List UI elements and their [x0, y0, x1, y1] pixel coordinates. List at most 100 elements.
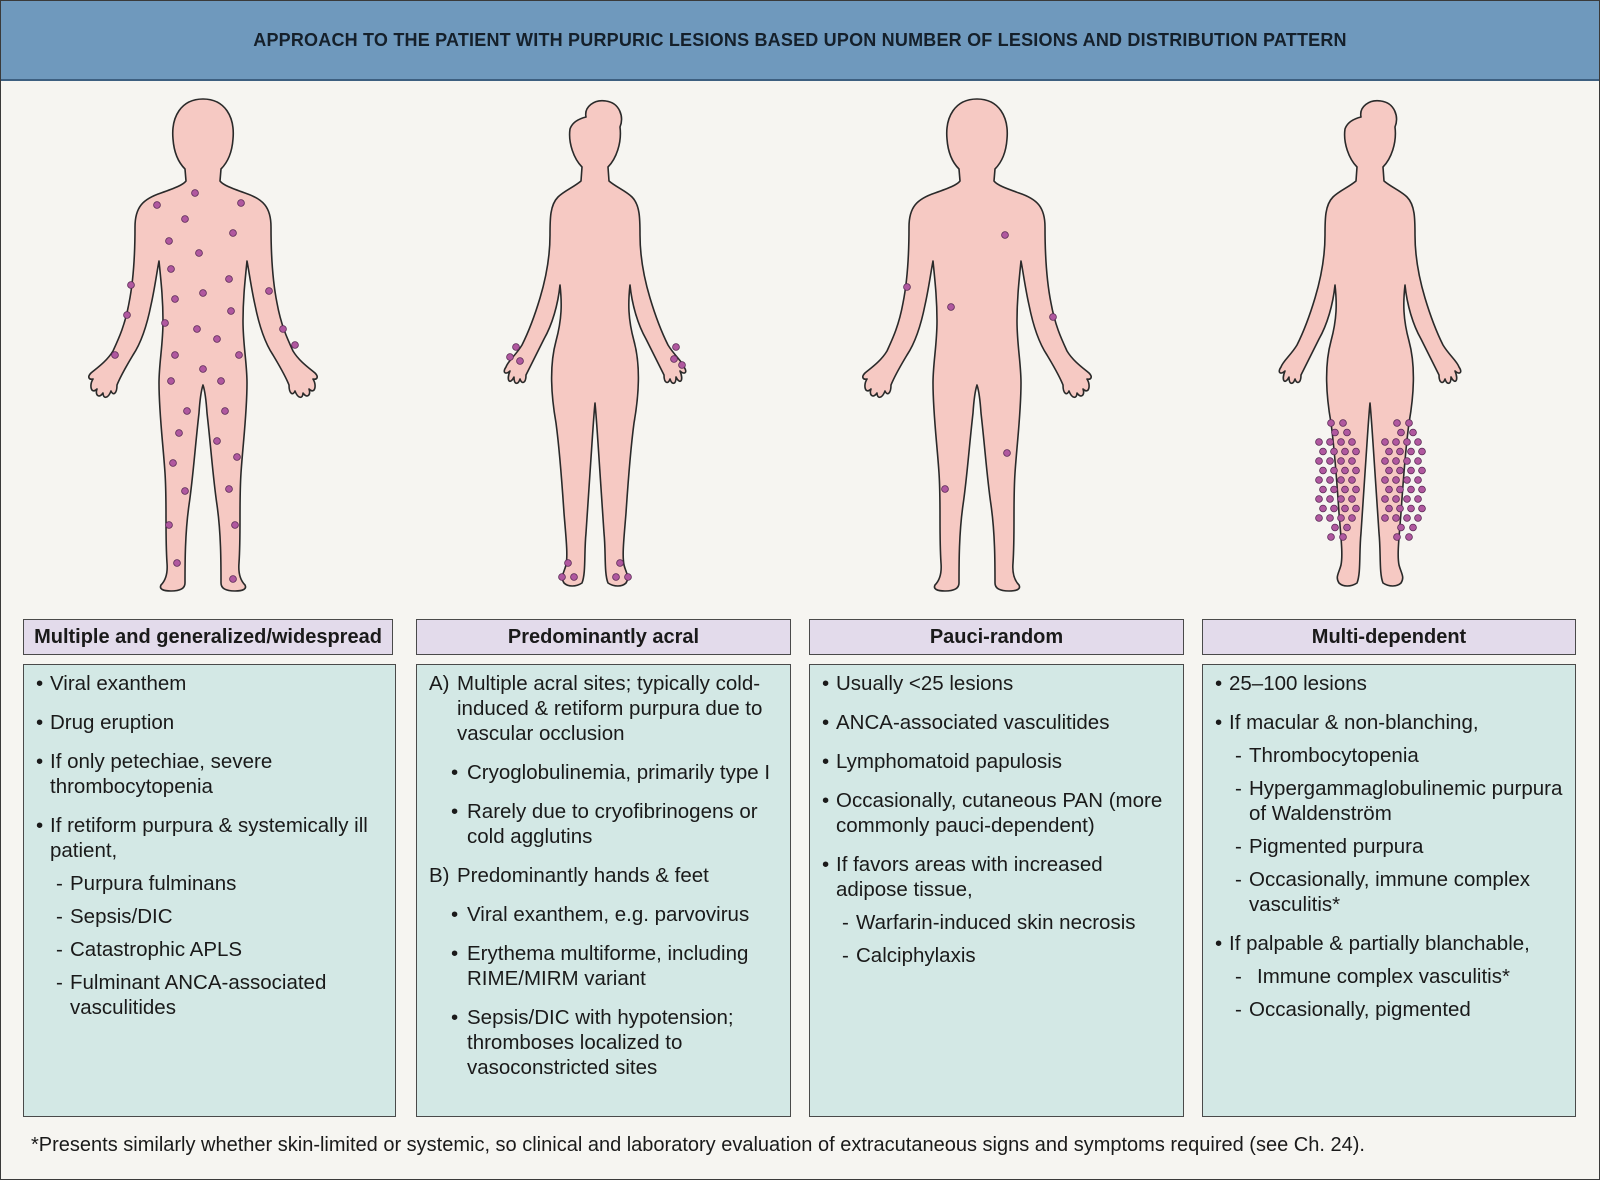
lesion-dot — [1352, 504, 1360, 513]
list-item: •If palpable & partially blanchable, — [1211, 931, 1567, 956]
lesion-dot — [1049, 313, 1057, 321]
item-text: Immune complex vasculitis* — [1257, 965, 1510, 988]
list-item: • Drug eruption — [32, 710, 387, 735]
lesion-dot — [1403, 476, 1411, 484]
lesion-dot — [233, 453, 241, 461]
lesion-dot — [1348, 514, 1356, 522]
male-body-svg-2 — [862, 98, 1092, 592]
list-subitem: -Warfarin-induced skin necrosis — [818, 910, 1175, 935]
lesion-dot — [1407, 466, 1415, 475]
lesion-dot — [1319, 447, 1327, 456]
lesion-dot — [1339, 419, 1347, 427]
item-text: Drug eruption — [50, 711, 175, 734]
lesion-dot — [1396, 485, 1404, 494]
lesion-dot — [1348, 438, 1356, 446]
dash: - — [1235, 744, 1242, 767]
dash: - — [56, 971, 63, 994]
lesion-dot — [1315, 438, 1323, 446]
lesion-dot — [1348, 495, 1356, 503]
lesion-dot — [1414, 495, 1422, 503]
lesion-dot — [1337, 495, 1345, 503]
lesion-dot — [1326, 438, 1334, 446]
lesion-dot — [616, 559, 624, 567]
dash: - — [1235, 868, 1242, 891]
lesion-dot — [1418, 504, 1426, 513]
list-item: •25–100 lesions — [1211, 671, 1567, 696]
lesion-dot — [1326, 495, 1334, 503]
bullet: • — [1215, 711, 1223, 734]
header-acral: Predominantly acral — [416, 619, 791, 655]
lesion-dot — [1381, 514, 1389, 522]
lesion-dot — [1396, 447, 1404, 456]
lesion-dot — [1003, 449, 1011, 457]
list-item: •If only petechiae, severe thrombocytope… — [32, 749, 387, 799]
lesion-dot — [225, 485, 233, 493]
lesion-dot — [1414, 514, 1422, 522]
lesion-dot — [1396, 466, 1404, 475]
lesion-dot — [1407, 504, 1415, 513]
item-text: Sepsis/DIC — [70, 905, 173, 928]
item-text: Predominantly hands & feet — [457, 864, 709, 887]
lesion-dot — [1341, 504, 1349, 513]
letter-marker: A) — [429, 672, 450, 695]
lesion-dot — [111, 351, 119, 359]
lesion-dot — [1403, 495, 1411, 503]
lesion-dot — [1339, 533, 1347, 541]
lesion-dot — [1385, 485, 1393, 494]
item-text: Erythema multiforme, including RIME/MIRM… — [467, 942, 749, 990]
footnote: *Presents similarly whether skin-limited… — [31, 1134, 1365, 1156]
lesion-dot — [191, 189, 199, 197]
dash: - — [56, 938, 63, 961]
list-item: •Viral exanthem — [32, 671, 387, 696]
lesion-dot — [1337, 438, 1345, 446]
lesion-dot — [903, 283, 911, 291]
list-subitem: •Viral exanthem, e.g. parvovirus — [425, 902, 782, 927]
item-text: Cryoglobulinemia, primarily type I — [467, 761, 771, 784]
male-body-svg — [88, 98, 318, 592]
lesion-dot — [1330, 466, 1338, 475]
lesion-dot — [237, 199, 245, 207]
item-text: Multiple acral sites; typically cold-ind… — [457, 672, 763, 745]
lesion-dot — [1330, 447, 1338, 456]
lesion-dot — [165, 237, 173, 245]
list-subitem: -Calciphylaxis — [818, 943, 1175, 968]
list-subitem: •Sepsis/DIC with hypotension; thromboses… — [425, 1005, 782, 1080]
list-subitem: -Thrombocytopenia — [1211, 743, 1567, 768]
lesion-dot — [1409, 523, 1417, 532]
dash: - — [1235, 777, 1242, 800]
bullet: • — [451, 761, 459, 784]
box-dependent: •25–100 lesions •If macular & non-blanch… — [1202, 664, 1576, 1117]
lesion-dot — [670, 355, 678, 363]
item-text: Sepsis/DIC with hypotension; thromboses … — [467, 1006, 734, 1079]
lesion-dot — [217, 377, 225, 385]
list-subitem: • Cryoglobulinemia, primarily type I — [425, 760, 782, 785]
dash: - — [1235, 835, 1242, 858]
lesion-dot — [1381, 495, 1389, 503]
lesion-dot — [213, 335, 221, 343]
bullet: • — [822, 672, 830, 695]
lesion-dot — [167, 265, 175, 273]
female-body-svg-2 — [1278, 99, 1462, 587]
lesion-dot — [291, 341, 299, 349]
dash: - — [1235, 998, 1242, 1021]
list-subitem: -Pigmented purpura — [1211, 834, 1567, 859]
lesion-dot — [1392, 438, 1400, 446]
bullet: • — [36, 814, 44, 837]
lesion-dot — [1337, 476, 1345, 484]
bullet: • — [36, 750, 44, 773]
bullet: • — [451, 903, 459, 926]
list-subitem: -Fulminant ANCA-associated vasculitides — [32, 970, 387, 1020]
lesion-dot — [183, 407, 191, 415]
bullet: • — [36, 711, 44, 734]
lesion-dot — [1414, 438, 1422, 446]
lesion-dot — [1327, 419, 1335, 427]
bullet: • — [1215, 672, 1223, 695]
bullet: • — [451, 800, 459, 823]
lesion-dot — [153, 201, 161, 209]
bullet: • — [1215, 932, 1223, 955]
lesion-dot — [1397, 523, 1405, 532]
lesion-dot — [1327, 533, 1335, 541]
female-figure-acral — [444, 93, 744, 613]
list-subitem: -Immune complex vasculitis* — [1211, 964, 1567, 989]
lesion-dot — [229, 229, 237, 237]
